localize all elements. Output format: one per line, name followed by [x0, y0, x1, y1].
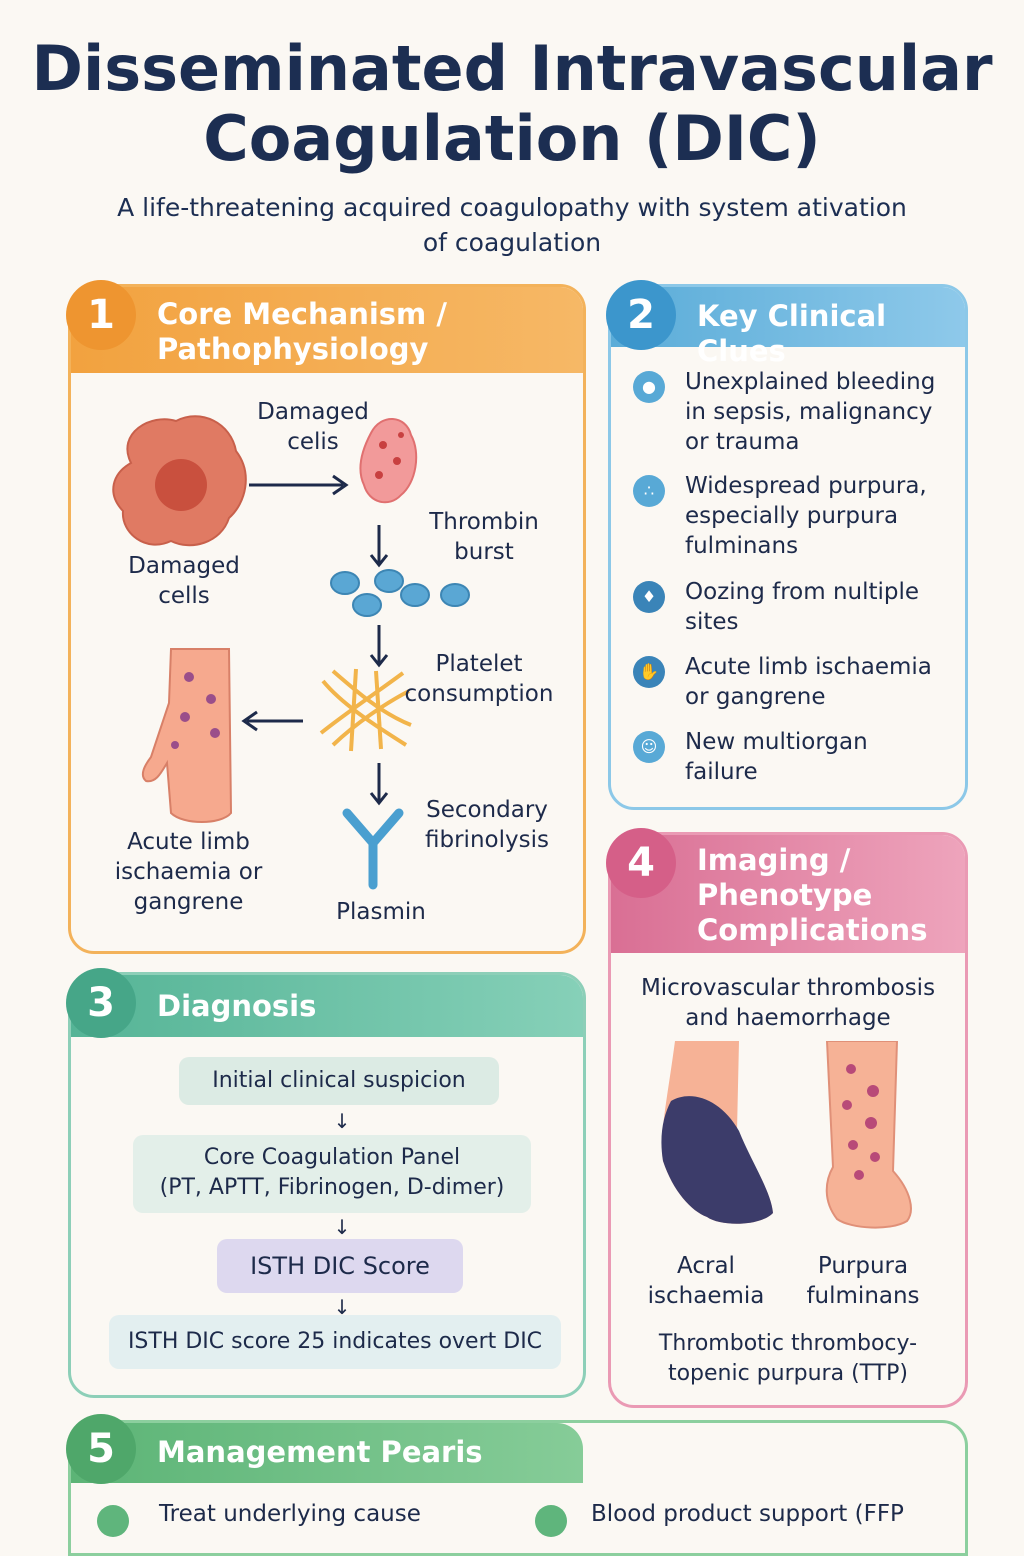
- subtitle-line-1: A life-threatening acquired coagulopathy…: [117, 193, 907, 222]
- diagnosis-step-clinical-suspicion: Initial clinical suspicion: [179, 1057, 499, 1105]
- panel-4-heading-line-2: Phenotype: [697, 878, 873, 912]
- damaged-cell-large-icon: [112, 415, 247, 547]
- purpura-fulminans-limb-icon: [825, 1041, 912, 1229]
- panel-5-number-badge: 5: [66, 1414, 136, 1484]
- mechanism-diagram: [112, 415, 470, 890]
- panel-1-heading-line-2: Pathophysiology: [157, 332, 429, 366]
- target-icon: [97, 1505, 129, 1537]
- page-title: Disseminated Intravascular Coagulation (…: [0, 34, 1024, 174]
- panel-4-number-badge: 4: [606, 828, 676, 898]
- panel-imaging-phenotype: Imaging / Phenotype Complications Microv…: [608, 832, 968, 1408]
- label-ttp: Thrombotic thrombocy-topenic purpura (TT…: [658, 1331, 918, 1386]
- plasmin-antibody-icon: [342, 808, 404, 890]
- damaged-cell-small-icon: [359, 418, 418, 504]
- page-subtitle: A life-threatening acquired coagulopathy…: [60, 190, 964, 260]
- panel-1-heading-line-1: Core Mechanism /: [157, 297, 447, 331]
- diagnosis-step-coagulation-panel: Core Coagulation Panel(PT, APTT, Fibrino…: [133, 1135, 531, 1213]
- oozing-icon: ♦: [633, 581, 665, 613]
- acral-ischaemia-foot-icon: [661, 1041, 773, 1224]
- management-item-blood-product: Blood product support (FFP: [591, 1501, 904, 1527]
- panel-1-number-badge: 1: [66, 280, 136, 350]
- limb-icon: ✋: [633, 656, 665, 688]
- panel-3-heading: Diagnosis: [157, 989, 317, 1023]
- panel-1-header: Core Mechanism / Pathophysiology: [71, 287, 583, 373]
- panel-2-heading: Key Clinical Clues: [697, 299, 887, 368]
- arrow-down-icon: ↓: [333, 1215, 351, 1239]
- blood-drop-icon: ●: [633, 371, 665, 403]
- panel-4-heading-line-1: Imaging /: [697, 843, 851, 877]
- arrow-down-icon: ↓: [333, 1109, 351, 1133]
- thrombin-molecules-icon: [330, 569, 470, 617]
- phenotype-illustrations: [661, 1041, 912, 1229]
- title-line-1: Disseminated Intravascular: [31, 32, 993, 105]
- panel-management: Management Pearis Treat underlying cause…: [68, 1420, 968, 1556]
- label-plasmin: Plasmin: [336, 899, 426, 925]
- purpura-spots-icon: ∴: [633, 475, 665, 507]
- panel-4-heading-line-3: Complications: [697, 913, 928, 947]
- panel-core-mechanism: Core Mechanism / Pathophysiology: [68, 284, 586, 954]
- diagnosis-step-isth-score: ISTH DIC Score: [217, 1239, 463, 1293]
- panel-key-clinical-clues: Key Clinical Clues ● Unexplained bleedin…: [608, 284, 968, 810]
- panel-2-number-badge: 2: [606, 280, 676, 350]
- panel-5-header: Management Pearis: [71, 1423, 583, 1483]
- ischaemic-hand-icon: [141, 648, 233, 823]
- panel-5-heading: Management Pearis: [157, 1435, 483, 1469]
- organ-icon: ☺: [633, 731, 665, 763]
- panel-3-header: Diagnosis: [71, 975, 583, 1037]
- fibrin-mesh-icon: [319, 668, 412, 752]
- panel-diagnosis: Diagnosis Initial clinical suspicion ↓ C…: [68, 972, 586, 1398]
- blood-bag-icon: [535, 1505, 567, 1537]
- panel-3-number-badge: 3: [66, 968, 136, 1038]
- management-item-underlying-cause: Treat underlying cause: [159, 1501, 421, 1527]
- title-line-2: Coagulation (DIC): [203, 102, 821, 175]
- subtitle-line-2: of coagulation: [422, 228, 602, 257]
- arrow-down-icon: ↓: [333, 1295, 351, 1319]
- diagnosis-step-overt-dic: ISTH DIC score 25 indicates overt DIC: [109, 1315, 561, 1369]
